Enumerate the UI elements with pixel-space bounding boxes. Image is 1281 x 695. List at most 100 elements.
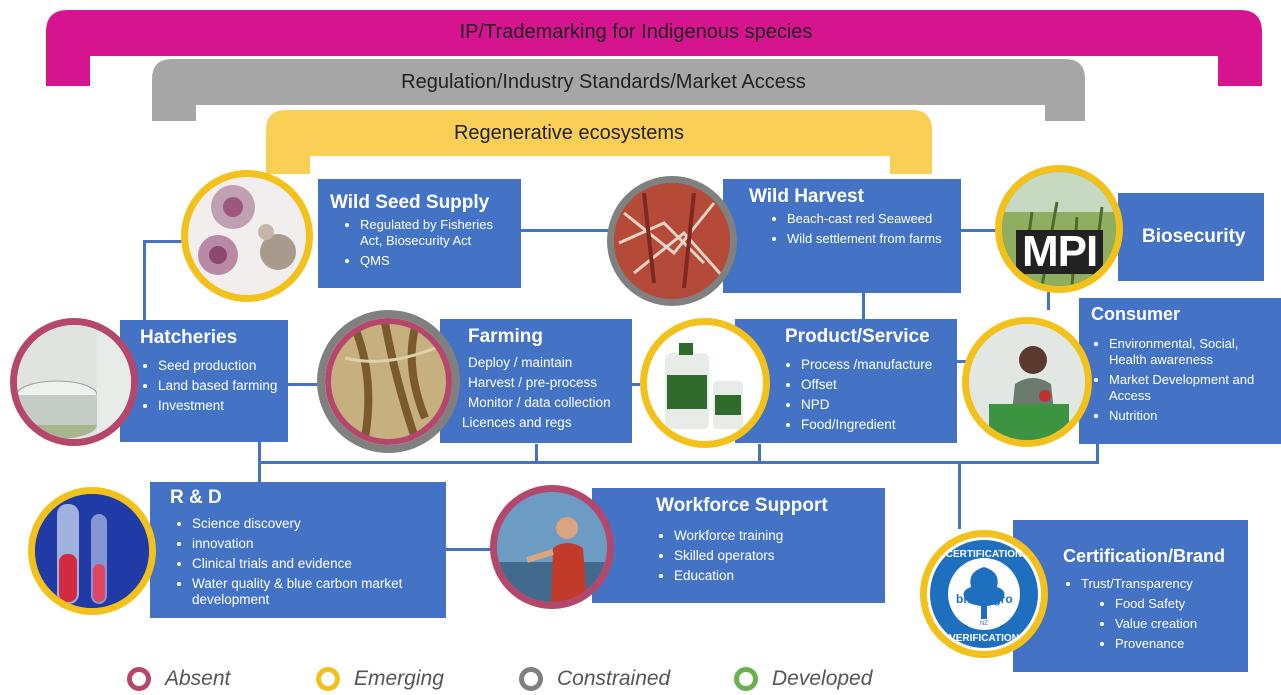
cert-logo-gro-text: gro (993, 592, 1012, 606)
consumer-item: Nutrition (1109, 408, 1277, 424)
connector-harvest-down (862, 292, 865, 322)
consumer-box: Consumer Environmental, Social, Health a… (1079, 298, 1281, 444)
certification-title: Certification/Brand (1063, 546, 1226, 566)
wild-seed-item: Regulated by Fisheries Act, Biosecurity … (360, 217, 511, 249)
wild-harvest-item: Wild settlement from farms (787, 231, 951, 247)
regulation-arch-shape (152, 59, 1085, 121)
wild-harvest-item: Beach-cast red Seaweed (787, 211, 951, 227)
farming-item: Deploy / maintain (468, 355, 573, 370)
certification-item: Trust/Transparency (1081, 576, 1248, 592)
regulation-arch: Regulation/Industry Standards/Market Acc… (152, 59, 1085, 121)
farming-image-constrained (317, 310, 460, 453)
farming-title: Farming (468, 326, 543, 347)
shopper-image (969, 324, 1085, 440)
product-item: Process /manufacture (801, 357, 957, 373)
ip-arch-label: IP/Trademarking for Indigenous species (459, 21, 813, 43)
hatcheries-title: Hatcheries (140, 327, 238, 348)
legend-emerging-ring (316, 667, 340, 691)
consumer-item: Environmental, Social, Health awareness (1109, 336, 1277, 368)
legend-absent-ring (127, 667, 151, 691)
wild-seed-supply-box: Wild Seed Supply Regulated by Fisheries … (318, 179, 521, 288)
workforce-item: Workforce training (674, 528, 885, 544)
legend-constrained-label: Constrained (557, 667, 671, 690)
workforce-title: Workforce Support (656, 495, 828, 516)
hatcheries-item: Seed production (158, 358, 282, 374)
test-tubes-image (35, 494, 149, 608)
rnd-item: Science discovery (192, 516, 446, 532)
farming-item: Monitor / data collection (468, 395, 611, 410)
rnd-title: R & D (170, 487, 222, 508)
cert-logo-nz-text: NZ (980, 621, 988, 627)
ip-arch-shape (46, 10, 1262, 86)
workforce-item: Education (674, 568, 885, 584)
connector-bus-farm (535, 444, 538, 464)
cert-logo-bottom-text: VERIFICATION (949, 633, 1019, 644)
connector-top-right (955, 229, 1005, 232)
biosecurity-image-emerging: MPI (995, 165, 1123, 293)
hatcheries-box: Hatcheries Seed production Land based fa… (120, 320, 288, 442)
certification-item: Provenance (1115, 636, 1248, 652)
workforce-item: Skilled operators (674, 548, 885, 564)
wild-harvest-box: Wild Harvest Beach-cast red Seaweed Wild… (723, 179, 961, 293)
legend-developed: Developed (734, 664, 872, 694)
regulation-arch-label: Regulation/Industry Standards/Market Acc… (401, 71, 806, 93)
legend-developed-label: Developed (772, 667, 873, 690)
connector-rnd-workforce (444, 548, 499, 551)
certification-brand-box: Certification/Brand Trust/Transparency F… (1013, 520, 1248, 672)
biogro-logo: CERTIFICATION VERIFICATION bio gro NZ (930, 540, 1038, 648)
hatcheries-item: Land based farming (158, 378, 282, 394)
cert-logo-bio-text: bio (956, 592, 974, 606)
ip-trademark-arch: IP/Trademarking for Indigenous species (46, 10, 1262, 86)
consumer-title: Consumer (1091, 304, 1181, 324)
consumer-image-emerging (962, 317, 1092, 447)
product-image-emerging (640, 318, 770, 448)
connector-biosecurity-down (1047, 280, 1050, 310)
rnd-item: Water quality & blue carbon market devel… (192, 576, 446, 608)
connector-bus-product (758, 444, 761, 464)
rnd-box: R & D Science discovery innovation Clini… (150, 482, 446, 618)
regenerative-arch-label: Regenerative ecosystems (453, 122, 685, 144)
product-item: Offset (801, 377, 957, 393)
product-service-box: Product/Service Process /manufacture Off… (735, 319, 957, 443)
certification-logo-emerging: CERTIFICATION VERIFICATION bio gro NZ (920, 530, 1048, 658)
workforce-image-absent (490, 485, 614, 609)
tank-image (17, 325, 131, 439)
legend-constrained-ring (519, 667, 543, 691)
operator-image (497, 492, 607, 602)
rnd-image-emerging (28, 487, 156, 615)
fertiliser-bottle-image (665, 343, 743, 429)
connector-top (520, 229, 615, 232)
connector-mid-hatch-farm (288, 383, 318, 386)
red-seaweed-image (614, 183, 730, 299)
farming-item: Harvest / pre-process (468, 375, 598, 390)
legend-absent-label: Absent (165, 667, 231, 690)
seed-spores-image (198, 185, 296, 275)
farming-item: Licences and regs (462, 415, 572, 430)
hatcheries-image-absent (10, 318, 138, 446)
connector-left-horizontal (143, 240, 193, 243)
wild-seed-item: QMS (360, 253, 511, 269)
legend-absent: Absent (127, 664, 230, 694)
farming-box: Farming Deploy / maintain Harvest / pre-… (440, 319, 632, 443)
mpi-logo: MPI (1016, 230, 1104, 274)
hatcheries-item: Investment (158, 398, 282, 414)
biosecurity-title: Biosecurity (1142, 226, 1246, 247)
cert-logo-top-text: CERTIFICATION (946, 549, 1022, 560)
regenerative-arch-shape (266, 110, 932, 174)
wild-seed-supply-title: Wild Seed Supply (330, 192, 490, 213)
product-item: Food/Ingredient (801, 417, 957, 433)
rnd-item: innovation (192, 536, 446, 552)
consumer-item: Market Development and Access (1109, 372, 1277, 404)
certification-item: Food Safety (1115, 596, 1248, 612)
regenerative-arch: Regenerative ecosystems (266, 110, 932, 174)
rnd-item: Clinical trials and evidence (192, 556, 446, 572)
product-service-title: Product/Service (785, 326, 930, 347)
connector-mid-farm-product (632, 383, 647, 386)
legend-developed-ring (734, 667, 758, 691)
wild-harvest-image-constrained (607, 176, 737, 306)
biosecurity-box: Biosecurity (1118, 193, 1264, 281)
connector-bus-horizontal (258, 461, 1098, 464)
product-item: NPD (801, 397, 957, 413)
connector-bus-cert (958, 461, 961, 529)
legend-constrained: Constrained (519, 664, 670, 694)
